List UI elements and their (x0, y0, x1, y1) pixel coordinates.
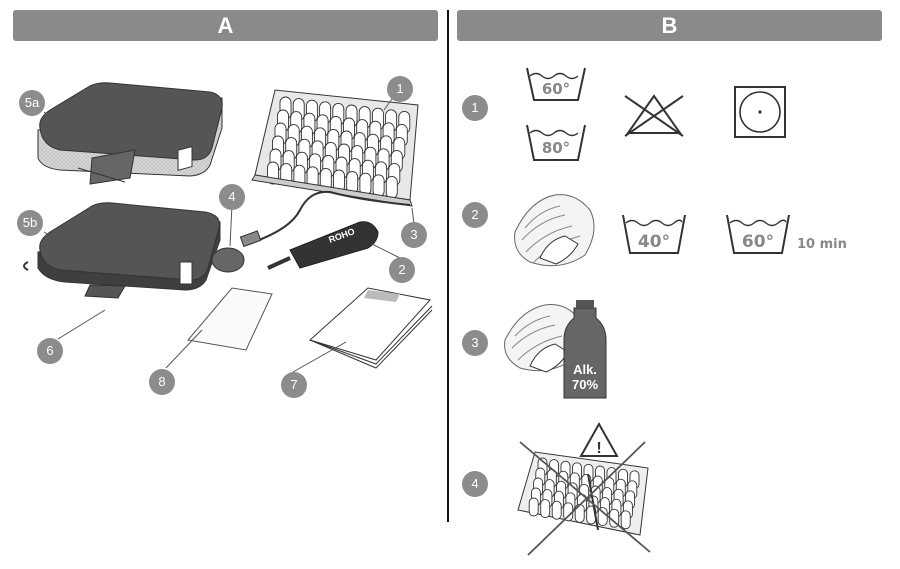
alcohol-line1: Alk. (573, 362, 597, 377)
callout-6: 6 (37, 338, 63, 364)
inflation-pump: ROHO (211, 190, 411, 273)
no-bleach-icon (624, 94, 684, 137)
leader-lines (43, 98, 415, 373)
air-cell (385, 175, 398, 199)
callout-5b: 5b (17, 210, 43, 236)
callout-1: 1 (387, 76, 413, 102)
wash-40-icon: 40° (622, 214, 686, 254)
cut-cushion-warning-icon (517, 441, 651, 556)
tumble-dry-icon (734, 86, 786, 138)
callout-7: 7 (281, 372, 307, 398)
wash-60-timed-icon: 60° 10 min (726, 214, 847, 254)
alcohol-bottle-icon: Alk. 70% (563, 300, 607, 399)
warning-icon: ! (579, 421, 619, 457)
callout-2: 2 (389, 257, 415, 283)
callout-8: 8 (149, 369, 175, 395)
hand-wipe-icon (514, 194, 595, 267)
wash-duration-label: 10 min (797, 237, 847, 252)
wash-40-label: 40° (638, 232, 670, 252)
air-cell (540, 499, 551, 519)
row-callout-4: 4 (462, 471, 488, 497)
cover-cushion-5a (37, 82, 223, 185)
callout-4: 4 (219, 184, 245, 210)
panel-a-header: A (13, 10, 438, 41)
callout-5a: 5a (19, 90, 45, 116)
user-manual-booklet (309, 287, 433, 369)
row-callout-2: 2 (462, 202, 488, 228)
air-cell (372, 174, 385, 198)
label-card (187, 287, 273, 351)
air-cell (551, 500, 562, 520)
warning-mark: ! (596, 440, 601, 457)
air-cell (620, 510, 631, 530)
air-cell-cushion (251, 89, 419, 207)
wash-60b-label: 60° (742, 232, 774, 252)
cover-cushion-5b (23, 202, 221, 299)
wash-60-label: 60° (542, 80, 570, 98)
panel-divider (447, 10, 449, 522)
alcohol-line2: 70% (572, 377, 598, 392)
wash-60-icon: 60° (526, 67, 586, 101)
row-callout-3: 3 (462, 330, 488, 356)
air-cell (528, 497, 539, 517)
callout-3: 3 (401, 222, 427, 248)
wash-80-label: 80° (542, 139, 570, 157)
wash-80-icon: 80° (526, 124, 586, 161)
hand-wipe-alcohol-icon (504, 304, 581, 373)
panel-b-header: B (457, 10, 882, 41)
row-callout-1: 1 (462, 95, 488, 121)
